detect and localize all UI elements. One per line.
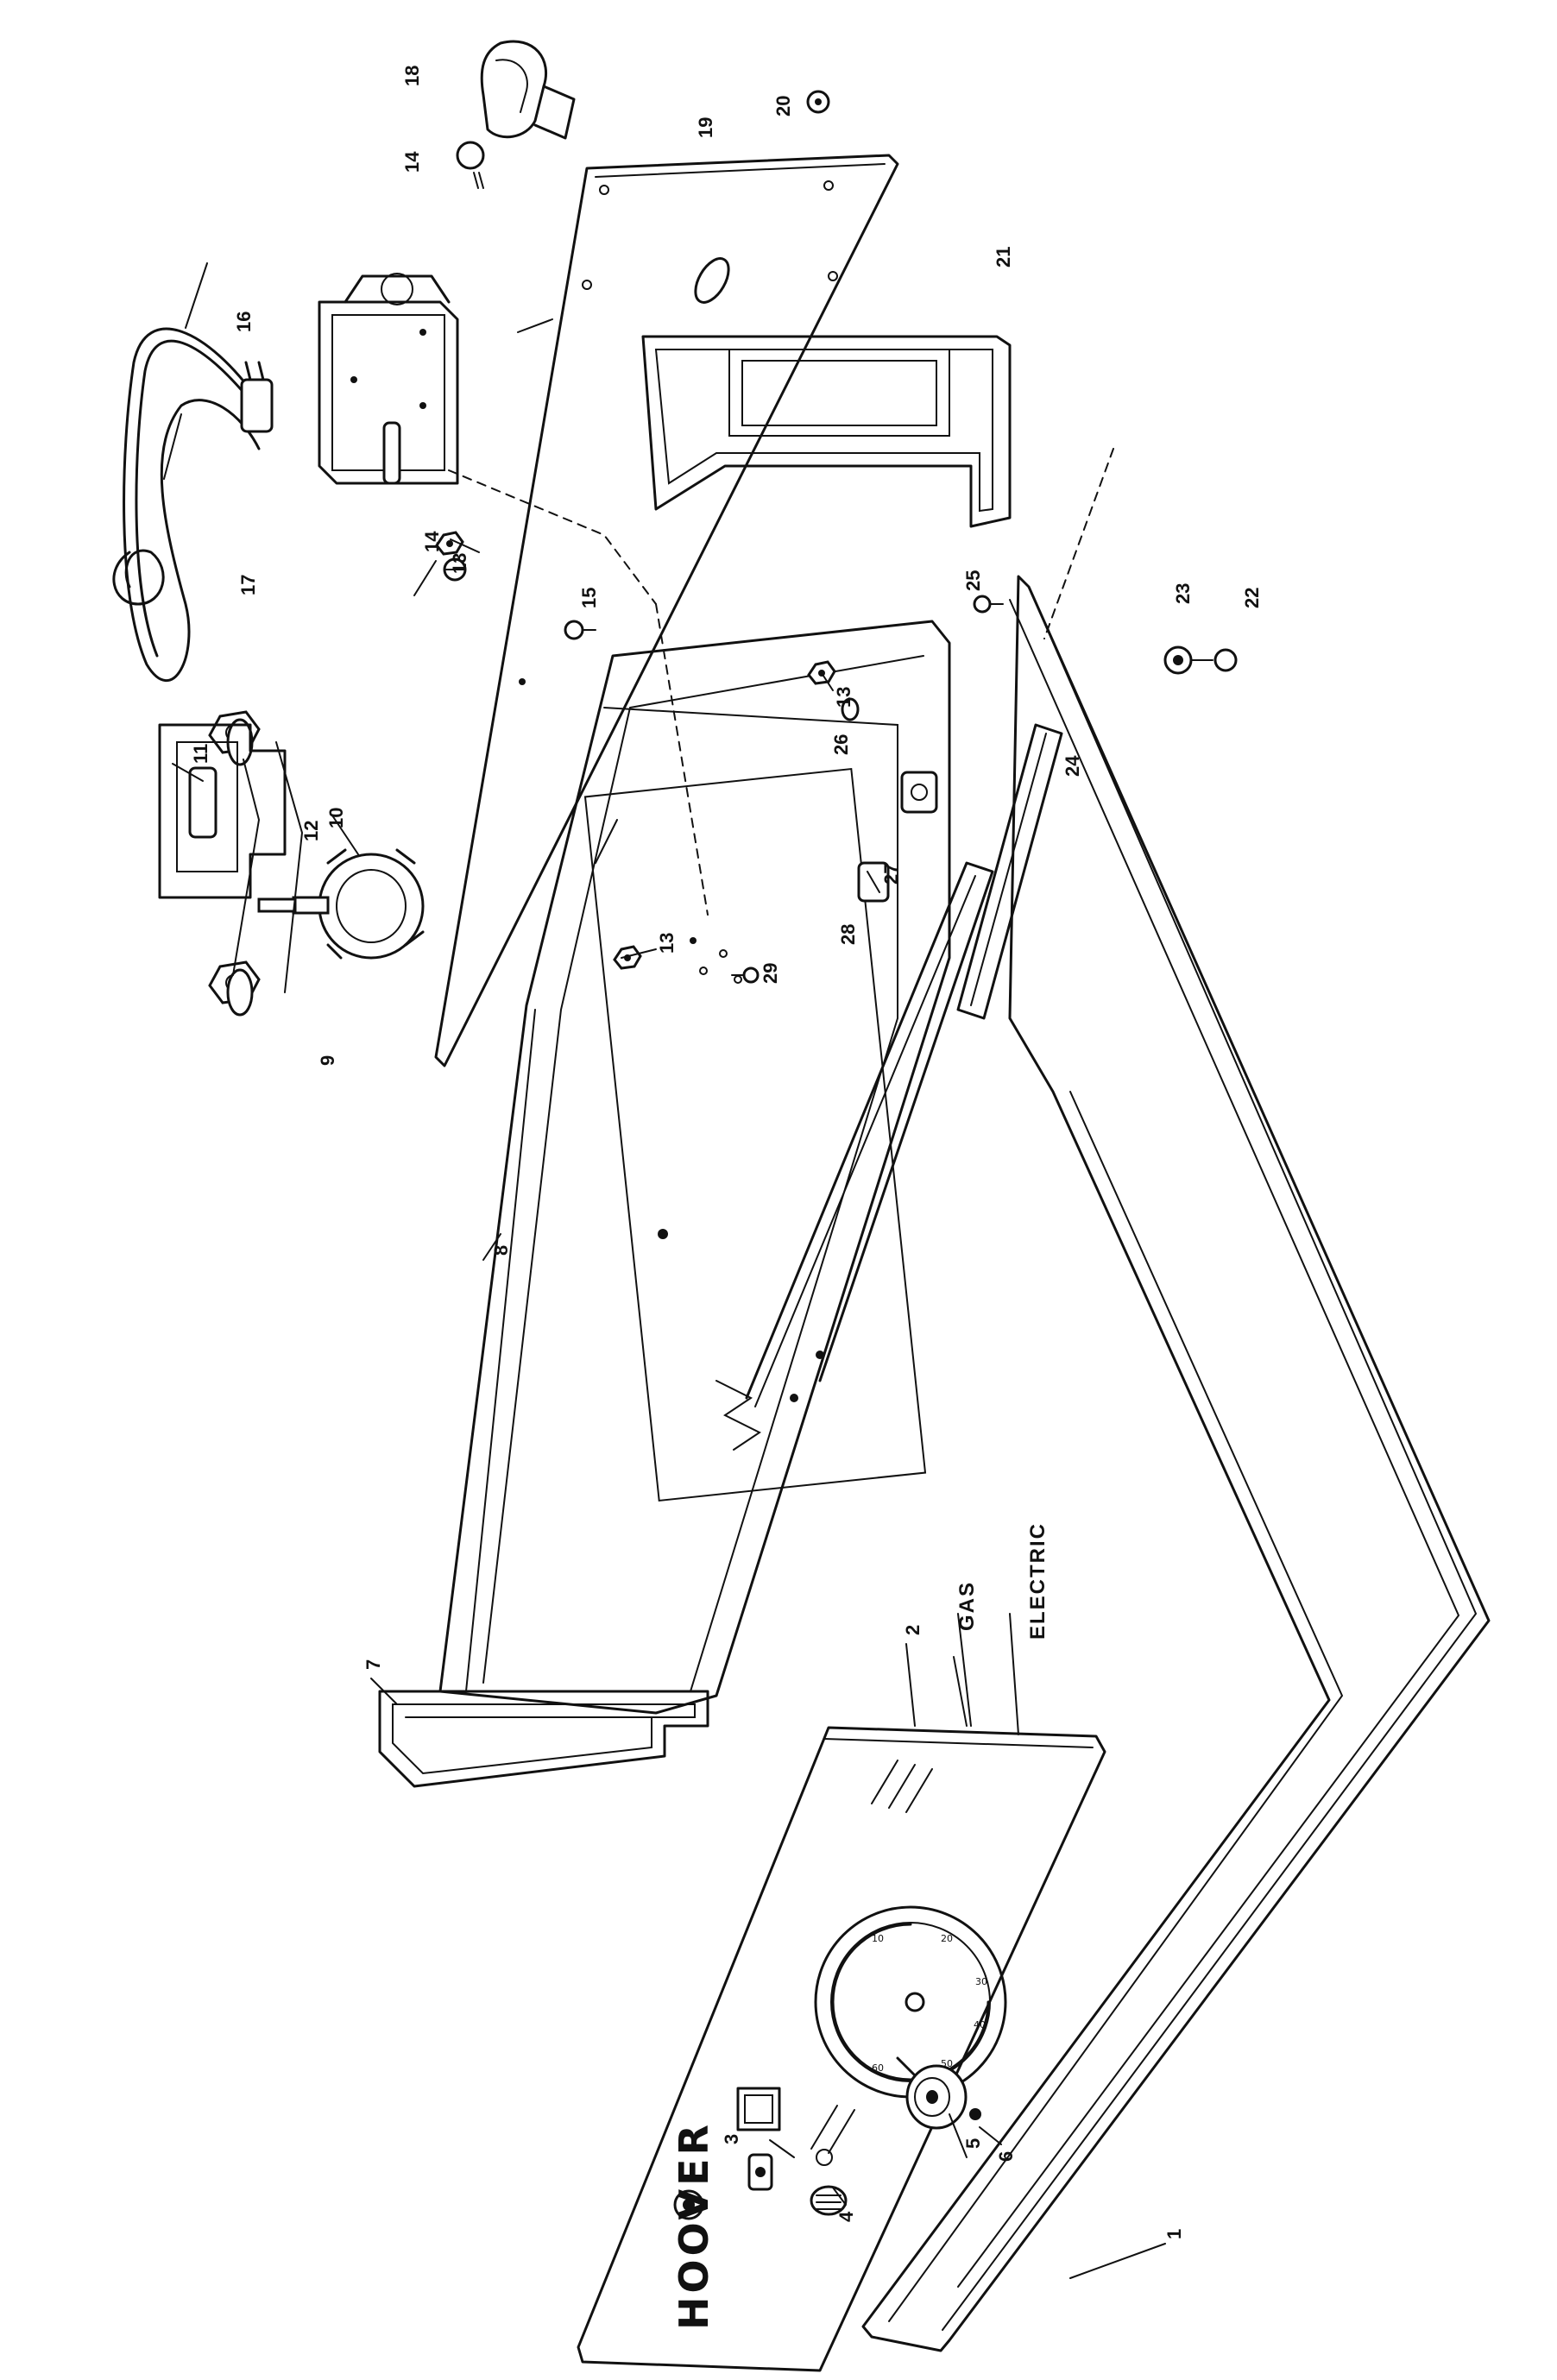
console-base-frame (861, 575, 1491, 2352)
hex-nut-b (435, 531, 464, 556)
callout-13-a: 13 (656, 933, 678, 954)
svg-text:30: 30 (975, 1976, 987, 1987)
screw-29 (731, 966, 760, 984)
callout-25: 25 (962, 570, 984, 591)
electric-label: ELECTRIC (1026, 1522, 1050, 1640)
callout-16: 16 (233, 312, 255, 332)
console-end-trim-right (641, 335, 1012, 528)
bracket-27 (900, 771, 938, 814)
callout-17: 17 (237, 575, 259, 595)
svg-text:40: 40 (974, 2019, 986, 2031)
pilot-light-lens (747, 2153, 773, 2191)
timer-dial-ring (814, 1905, 1007, 2099)
callout-14-b: 14 (421, 531, 443, 552)
clip-26 (841, 697, 860, 721)
gas-label: GAS (955, 1581, 979, 1631)
rotary-switch (257, 848, 425, 960)
callout-23: 23 (1172, 583, 1194, 604)
callout-26: 26 (830, 734, 852, 755)
indicator-window (736, 2087, 781, 2131)
callout-6: 6 (995, 2151, 1017, 2162)
bracket-28 (857, 861, 890, 903)
back-panel (434, 154, 899, 1067)
callout-18: 18 (401, 66, 423, 86)
callout-20: 20 (772, 96, 794, 116)
callout-29: 29 (760, 963, 781, 984)
callout-5: 5 (962, 2138, 984, 2149)
power-cord (112, 327, 274, 682)
callout-28: 28 (837, 924, 859, 945)
svg-text:60: 60 (872, 2062, 884, 2074)
cord-strain-relief (480, 40, 576, 140)
callout-2: 2 (902, 1625, 923, 1635)
callout-22: 22 (1241, 588, 1263, 608)
console-end-trim-left (378, 1690, 709, 1788)
callout-1: 1 (1163, 2229, 1185, 2239)
callout-leaders (163, 262, 1166, 2279)
callout-10: 10 (325, 808, 347, 828)
set-screw (969, 2108, 981, 2120)
switch-bracket (158, 723, 287, 899)
callout-14-a: 14 (401, 151, 423, 173)
svg-text:20: 20 (941, 1933, 953, 1944)
callout-13-c: 13 (833, 687, 854, 708)
small-screw (564, 620, 596, 640)
callout-3: 3 (721, 2134, 742, 2144)
callout-4: 4 (835, 2211, 857, 2222)
channel-strip (956, 723, 1063, 1020)
callout-7: 7 (362, 1659, 384, 1670)
flat-washer (1163, 645, 1193, 675)
callout-numbers: 1 2 3 4 5 6 7 8 9 10 11 12 13 13 13 14 1… (190, 66, 1263, 2239)
callout-15: 15 (578, 588, 600, 608)
callout-21: 21 (993, 247, 1014, 268)
console-front-rail (745, 861, 994, 1407)
timer-motor (318, 273, 459, 485)
small-screw-25 (973, 595, 1004, 614)
callout-11: 11 (190, 744, 211, 764)
plug-button (806, 90, 830, 114)
push-button (810, 2185, 848, 2216)
svg-text:10: 10 (872, 1933, 884, 1944)
callout-27: 27 (880, 864, 902, 885)
callout-8: 8 (490, 1245, 512, 1256)
callout-24: 24 (1062, 755, 1083, 777)
hex-nut-a (613, 945, 642, 970)
screw-lower (443, 557, 467, 582)
brand-name: HOOVER (671, 2121, 717, 2330)
timer-knob (896, 2056, 968, 2130)
callout-13-b: 13 (449, 553, 470, 574)
callout-19: 19 (695, 117, 716, 138)
washer-lower (226, 968, 254, 1017)
screw-upper (456, 141, 485, 189)
front-control-panel: 10 20 30 40 50 60 HOOVER (577, 1726, 1106, 2372)
callout-9: 9 (317, 1055, 338, 1066)
callout-12: 12 (300, 821, 322, 841)
console-housing (438, 620, 951, 1715)
